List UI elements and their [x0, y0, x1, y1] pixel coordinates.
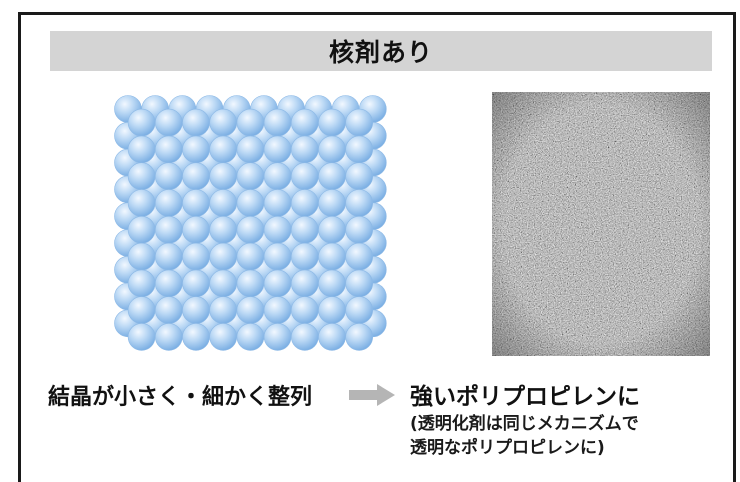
crystal-sphere: [263, 242, 292, 271]
crystal-sphere: [291, 323, 319, 351]
crystal-sphere: [263, 108, 292, 137]
crystal-sphere: [127, 296, 156, 324]
crystal-sphere: [209, 108, 237, 137]
crystal-sphere: [236, 323, 265, 351]
crystal-sphere: [154, 323, 183, 351]
crystal-sphere: [263, 323, 292, 351]
crystal-sphere: [236, 296, 265, 324]
crystal-sphere: [345, 108, 373, 137]
crystal-sphere: [127, 323, 156, 351]
crystal-sphere: [182, 296, 210, 324]
crystal-sphere: [236, 189, 265, 217]
crystal-sphere: [291, 162, 319, 190]
crystal-sphere: [236, 269, 265, 298]
crystal-sphere: [263, 269, 292, 298]
crystal-sphere: [318, 216, 346, 244]
crystal-sphere: [345, 269, 373, 298]
crystal-sphere: [182, 108, 210, 137]
micrograph-image: [492, 92, 710, 356]
clarifier-note: (透明化剤は同じメカニズムで 透明なポリプロピレンに): [410, 412, 639, 460]
crystal-sphere: [236, 135, 265, 164]
crystal-sphere: [291, 269, 319, 298]
crystal-sphere: [209, 296, 237, 324]
crystal-sphere: [209, 216, 237, 244]
crystal-sphere: [127, 108, 156, 137]
crystal-sphere: [182, 189, 210, 217]
crystal-sphere: [263, 135, 292, 164]
right-arrow-icon: [349, 384, 395, 406]
crystal-sphere: [263, 216, 292, 244]
caption-crystal-alignment: 結晶が小さく・細かく整列: [48, 385, 313, 410]
crystal-sphere: [291, 216, 319, 244]
crystal-sphere: [236, 242, 265, 271]
crystal-sphere: [209, 269, 237, 298]
crystal-sphere: [345, 162, 373, 190]
crystal-sphere: [127, 189, 156, 217]
crystal-sphere: [182, 269, 210, 298]
crystal-sphere-array: [114, 95, 387, 351]
crystal-sphere: [318, 269, 346, 298]
crystal-sphere: [345, 189, 373, 217]
crystal-sphere: [318, 108, 346, 137]
crystal-sphere: [127, 242, 156, 271]
crystal-sphere: [209, 242, 237, 271]
crystal-sphere: [291, 189, 319, 217]
crystal-sphere: [182, 135, 210, 164]
crystal-sphere: [291, 108, 319, 137]
crystal-sphere: [236, 162, 265, 190]
crystal-sphere: [154, 162, 183, 190]
crystal-sphere: [182, 162, 210, 190]
crystal-sphere: [182, 323, 210, 351]
crystal-sphere: [236, 108, 265, 137]
crystal-sphere: [154, 189, 183, 217]
crystal-sphere: [209, 162, 237, 190]
crystal-sphere: [182, 216, 210, 244]
crystal-sphere: [127, 216, 156, 244]
header-band: 核剤あり: [50, 31, 712, 71]
crystal-sphere: [209, 135, 237, 164]
crystal-sphere: [154, 216, 183, 244]
crystal-sphere: [318, 323, 346, 351]
crystal-sphere: [345, 135, 373, 164]
crystal-sphere: [291, 135, 319, 164]
crystal-sphere: [209, 189, 237, 217]
crystal-sphere: [318, 162, 346, 190]
crystal-sphere: [154, 269, 183, 298]
crystal-sphere: [127, 269, 156, 298]
crystal-sphere: [127, 135, 156, 164]
crystal-sphere: [154, 242, 183, 271]
crystal-sphere: [318, 296, 346, 324]
crystal-sphere: [291, 242, 319, 271]
crystal-sphere: [127, 162, 156, 190]
crystal-sphere: [345, 216, 373, 244]
crystal-sphere: [236, 216, 265, 244]
crystal-sphere: [263, 189, 292, 217]
crystal-sphere: [263, 162, 292, 190]
crystal-sphere: [182, 242, 210, 271]
crystal-sphere: [154, 296, 183, 324]
crystal-sphere: [154, 108, 183, 137]
clarifier-note-line-1: (透明化剤は同じメカニズムで: [410, 414, 639, 434]
crystal-sphere: [345, 242, 373, 271]
caption-strong-polypropylene: 強いポリプロピレンに: [410, 384, 640, 410]
crystal-sphere: [263, 296, 292, 324]
crystal-sphere: [345, 296, 373, 324]
crystal-sphere: [318, 242, 346, 271]
clarifier-note-line-2: 透明なポリプロピレンに): [410, 438, 605, 458]
crystal-sphere: [345, 323, 373, 351]
crystal-sphere: [209, 323, 237, 351]
crystal-sphere: [154, 135, 183, 164]
crystal-sphere: [318, 189, 346, 217]
crystal-sphere: [318, 135, 346, 164]
crystal-sphere: [291, 296, 319, 324]
header-title: 核剤あり: [328, 38, 433, 67]
